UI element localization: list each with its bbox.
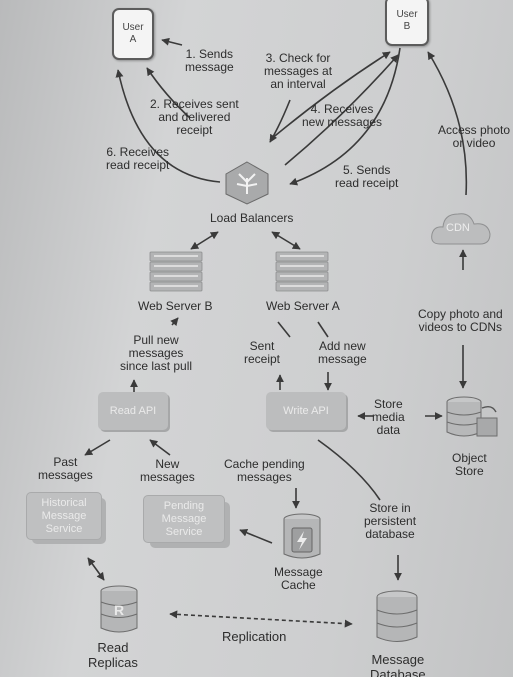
pending-message-service-box: Pending Message Service	[143, 495, 225, 543]
sent-receipt-label: Sent receipt	[244, 339, 281, 366]
arrow-access-photo	[427, 51, 468, 196]
cdn-cloud-icon	[428, 204, 494, 248]
arrow-ws-a-add	[317, 321, 329, 338]
arrow-write-db	[317, 439, 381, 501]
read-api-box: Read API	[98, 392, 168, 430]
past-messages-label: Past messages	[38, 455, 93, 482]
load-balancers-label: Load Balancers	[210, 211, 294, 225]
pull-new-messages-label: Pull new messages since last pull	[120, 333, 193, 373]
step-6-label: 6. Receives read receipt	[106, 145, 170, 172]
arrow-replication	[169, 610, 353, 628]
arrow-lb-ws-b	[190, 231, 219, 250]
arrow-read-historical	[84, 439, 111, 456]
new-messages-label: New messages	[140, 457, 195, 484]
object-store-icon	[444, 394, 500, 442]
arrow-pull-ws-b	[170, 317, 179, 327]
user-b-device: User B	[385, 0, 429, 46]
web-server-b-icon	[148, 250, 204, 294]
step-4-label: 4. Receives new messages	[302, 102, 383, 129]
copy-to-cdns-label: Copy photo and videos to CDNs	[418, 307, 503, 334]
object-store-label: Object Store	[452, 451, 487, 478]
arrow-ws-a-sent	[277, 321, 291, 338]
arrow-read-pending	[149, 439, 171, 456]
cdn-label: CDN	[446, 222, 470, 234]
step-3-label: 3. Check for messages at an interval	[264, 51, 333, 91]
user-a-device: User A	[112, 8, 154, 60]
svg-text:R: R	[114, 602, 124, 618]
web-server-b-label: Web Server B	[138, 299, 213, 313]
write-api-box: Write API	[266, 392, 346, 430]
add-new-message-label: Add new message	[318, 339, 367, 366]
arrow-check-down	[269, 99, 291, 143]
arrow-send-message	[161, 37, 183, 46]
arrow-read-receipt-b	[289, 47, 401, 186]
web-server-a-icon	[274, 250, 330, 294]
access-photo-label: Access photo or video	[438, 123, 511, 150]
read-replicas-icon: R	[98, 584, 140, 636]
message-cache-label: Message Cache	[274, 565, 323, 592]
arrow-sent-delivered	[146, 67, 191, 119]
message-database-icon	[374, 590, 420, 646]
arrow-check-messages	[269, 51, 391, 141]
arrow-read-receipt-a	[115, 69, 221, 183]
arrow-lb-ws-a	[271, 231, 301, 250]
step-1-label: 1. Sends message	[185, 47, 234, 74]
read-replicas-label: Read Replicas	[88, 640, 138, 670]
historical-message-service-box: Historical Message Service	[26, 492, 102, 540]
arrow-cache-to-pending	[239, 529, 273, 544]
cache-pending-label: Cache pending messages	[224, 457, 305, 484]
web-server-a-label: Web Server A	[266, 299, 340, 313]
replication-label: Replication	[222, 629, 287, 644]
store-persistent-label: Store in persistent database	[364, 501, 417, 541]
store-media-data-label: Store media data	[372, 397, 405, 437]
message-cache-icon	[280, 512, 324, 562]
step-5-label: 5. Sends read receipt	[335, 163, 399, 190]
arrow-historical-replicas	[87, 557, 105, 581]
message-database-label: Message Database	[370, 652, 426, 677]
step-2-label: 2. Receives sent and delivered receipt	[150, 97, 239, 137]
load-balancer-icon	[224, 160, 270, 206]
arrow-new-messages	[284, 54, 399, 166]
